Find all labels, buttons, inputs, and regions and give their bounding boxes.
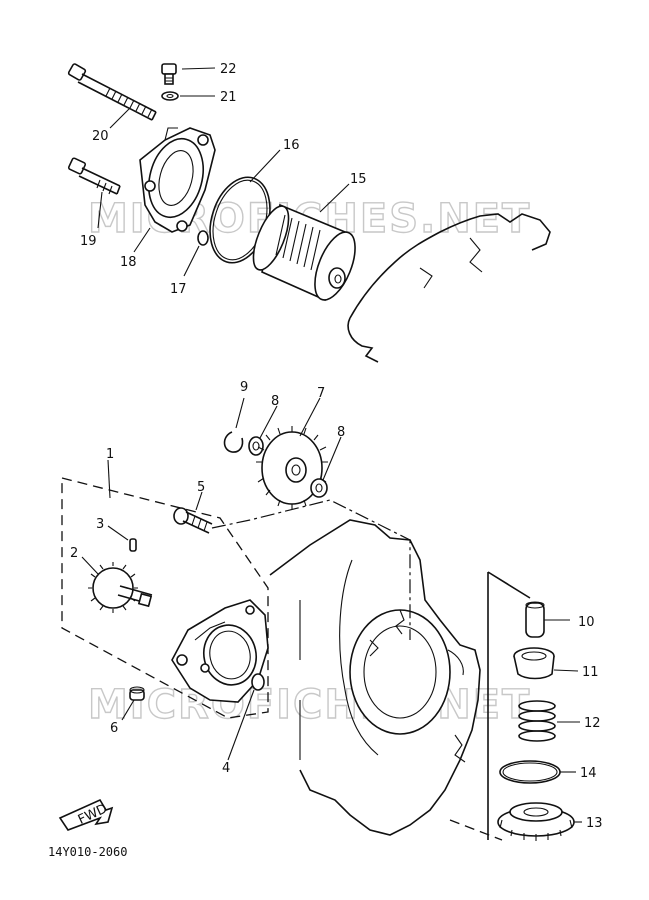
- relief-dash: [449, 819, 503, 841]
- pump-group-box: [61, 477, 269, 719]
- circlip-9: [223, 431, 244, 453]
- plug-13: [497, 802, 575, 841]
- callout-5: 5: [197, 480, 205, 495]
- callout-22: 22: [220, 62, 237, 77]
- callout-20: 20: [92, 129, 109, 144]
- oil-filter-15: [252, 203, 356, 302]
- callout-16: 16: [283, 138, 300, 153]
- fwd-arrow-icon: FWD: [58, 798, 114, 831]
- o-ring-17: [197, 230, 209, 246]
- plunger-10: [525, 601, 545, 638]
- watermark-bottom: MICROFICHES.NET: [88, 682, 531, 728]
- callout-8a: 8: [271, 394, 279, 409]
- long-bolt-20: [67, 63, 157, 121]
- filter-cover-18: [139, 127, 216, 233]
- callout-12: 12: [584, 716, 601, 731]
- callout-15: 15: [350, 172, 367, 187]
- callout-labels: 1 2 3 4 5 6 7 8 8 9 10 11 12 13 14 15 16…: [70, 62, 603, 831]
- callout-10: 10: [578, 615, 595, 630]
- pump-gear-2: [88, 562, 153, 613]
- bolt-19: [67, 157, 121, 195]
- callout-4: 4: [222, 761, 230, 776]
- fwd-label: FWD: [76, 801, 110, 827]
- callout-14: 14: [580, 766, 597, 781]
- callout-18: 18: [120, 255, 137, 270]
- callout-2: 2: [70, 546, 78, 561]
- callout-9: 9: [240, 380, 248, 395]
- callout-1: 1: [106, 447, 114, 462]
- crankcase-lower: [269, 519, 481, 836]
- callout-21: 21: [220, 90, 237, 105]
- callout-17: 17: [170, 282, 187, 297]
- bolt-5: [173, 507, 213, 534]
- spring-12: [518, 700, 556, 742]
- callout-6: 6: [110, 721, 118, 736]
- o-ring-4: [251, 673, 265, 691]
- leaders-bottom: [81, 397, 582, 823]
- callout-11: 11: [582, 665, 599, 680]
- idle-gear-7: [256, 426, 328, 510]
- callout-3: 3: [96, 517, 104, 532]
- callout-7: 7: [317, 386, 325, 401]
- dowel-6: [129, 686, 145, 701]
- centerline: [211, 499, 411, 640]
- callout-8b: 8: [337, 425, 345, 440]
- leaders-top: [97, 67, 350, 277]
- o-ring-14: [499, 760, 561, 784]
- washer-8-right: [310, 478, 328, 498]
- oil-pump-housing: [171, 599, 269, 703]
- valve-cap-11: [513, 647, 555, 680]
- relief-bracket: [487, 571, 531, 840]
- bolt-22: [161, 63, 177, 85]
- washer-8-left: [248, 436, 264, 456]
- callout-13: 13: [586, 816, 603, 831]
- washer-21: [161, 91, 179, 101]
- drawing-code: 14Y010-2060: [48, 845, 127, 859]
- callout-19: 19: [80, 234, 97, 249]
- crankcase-outline-top: [347, 213, 551, 363]
- pin-3: [129, 538, 137, 552]
